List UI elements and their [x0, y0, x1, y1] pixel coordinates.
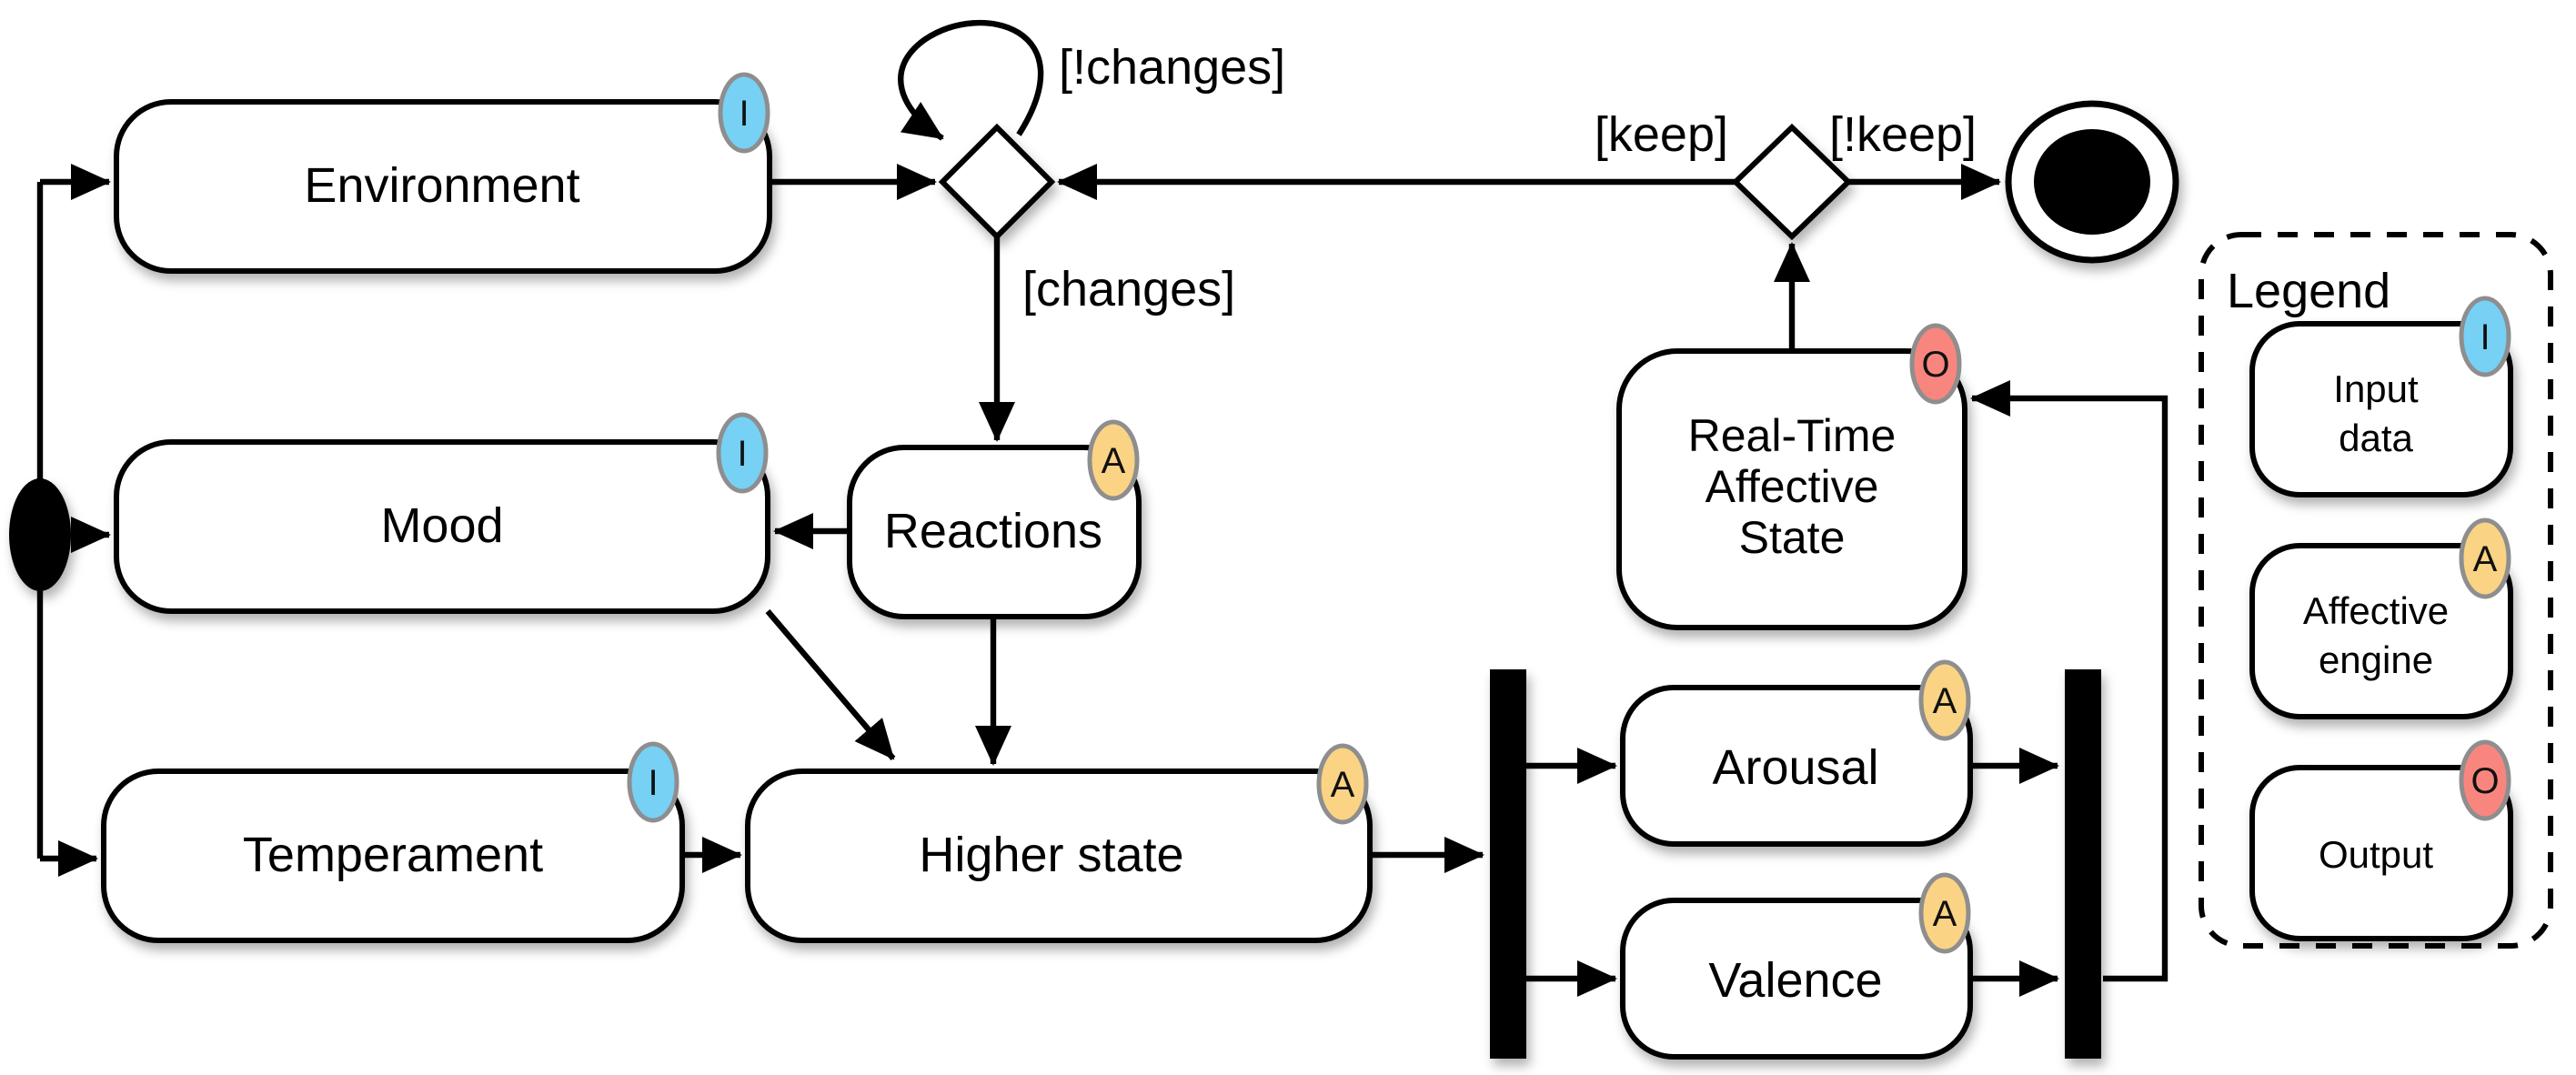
legend-badge-input-letter: I	[2480, 317, 2490, 357]
node-rtas-label-line2: Affective	[1706, 461, 1879, 512]
legend-item-input-line2: data	[2339, 417, 2413, 459]
guard-keep: [keep]	[1595, 107, 1728, 162]
node-mood: Mood I	[114, 412, 770, 614]
badge-engine-higher-state-letter: A	[1331, 765, 1355, 805]
badge-input-mood-letter: I	[737, 434, 747, 474]
badge-engine-valence-letter: A	[1933, 894, 1957, 934]
node-environment: Environment I	[114, 72, 772, 274]
edge-join-to-rtas	[1970, 380, 2168, 982]
node-valence: Valence A	[1620, 872, 1973, 1060]
final-state-icon	[2005, 100, 2179, 264]
node-reactions: Reactions A	[847, 419, 1142, 619]
legend-badge-engine-letter: A	[2473, 539, 2498, 579]
badge-engine-higher-state	[1316, 743, 1369, 825]
badge-input-environment-letter: I	[739, 94, 749, 134]
legend-item-input-line1: Input	[2333, 367, 2419, 410]
edges	[36, 19, 2168, 997]
legend-badge-output-letter: O	[2470, 761, 2499, 801]
badge-input-environment	[718, 72, 770, 154]
node-environment-label: Environment	[304, 158, 579, 213]
node-reactions-label: Reactions	[884, 504, 1102, 558]
badge-input-mood	[716, 412, 769, 494]
edge-mood-to-higher-state	[765, 608, 896, 761]
legend-item-engine-line2: engine	[2319, 638, 2433, 681]
badge-engine-valence	[1918, 872, 1971, 954]
badge-engine-reactions	[1087, 419, 1140, 501]
legend-item-engine-line1: Affective	[2303, 589, 2449, 632]
edge-self-loop-not-changes	[898, 19, 1044, 141]
badge-input-temperament-letter: I	[648, 763, 658, 803]
legend-badge-output	[2459, 739, 2511, 821]
legend-item-engine: Affective engine A	[2249, 517, 2513, 719]
node-rtas-label-line1: Real-Time	[1688, 410, 1897, 461]
node-temperament: Temperament I	[101, 741, 685, 943]
guard-not-keep: [!keep]	[1829, 107, 1977, 162]
legend-item-output: Output O	[2249, 739, 2513, 941]
badge-input-temperament	[627, 741, 679, 823]
node-arousal-label: Arousal	[1712, 740, 1878, 795]
legend-title: Legend	[2227, 264, 2390, 318]
node-temperament-label: Temperament	[243, 828, 543, 882]
badge-output-rtas-letter: O	[1921, 345, 1949, 385]
fork-bar-icon	[1490, 669, 1526, 1059]
legend-item-input: Input data I	[2249, 296, 2513, 497]
initial-state-icon	[9, 478, 71, 591]
node-arousal: Arousal A	[1620, 659, 1973, 847]
legend: Legend Input data I Affective engine A O…	[2199, 232, 2553, 949]
node-rtas-label-line3: State	[1739, 512, 1846, 563]
legend-item-output-line1: Output	[2319, 833, 2433, 876]
decision-changes-icon	[938, 123, 1056, 241]
badge-output-rtas	[1909, 323, 1962, 405]
badge-engine-arousal-letter: A	[1933, 681, 1957, 721]
node-rtas: Real-Time Affective State O	[1616, 323, 1967, 630]
badge-engine-arousal	[1918, 659, 1971, 741]
node-valence-label: Valence	[1708, 953, 1882, 1008]
guard-not-changes: [!changes]	[1059, 40, 1285, 95]
node-mood-label: Mood	[380, 498, 503, 553]
node-higher-state-label: Higher state	[919, 828, 1183, 882]
join-bar-icon	[2065, 669, 2101, 1059]
legend-badge-engine	[2459, 517, 2511, 599]
legend-badge-input	[2459, 296, 2511, 377]
node-higher-state: Higher state A	[745, 743, 1373, 943]
badge-engine-reactions-letter: A	[1102, 441, 1126, 481]
guard-changes: [changes]	[1022, 262, 1235, 316]
decision-keep-icon	[1731, 123, 1853, 241]
